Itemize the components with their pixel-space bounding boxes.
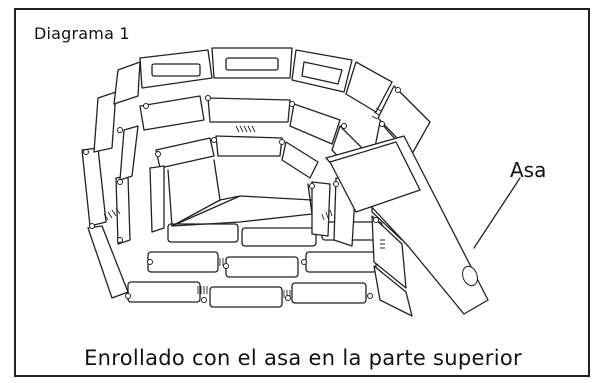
outer-left-segments [81,61,141,299]
diagram-caption: Enrollado con el asa en la parte superio… [84,346,522,370]
diagram-title: Diagrama 1 [34,24,130,43]
inner-ring-segments [149,135,331,237]
hinge-holes [83,87,401,303]
handle-flap [325,135,521,315]
middle-ring-segments [115,95,371,247]
handle-label: Asa [510,158,547,182]
inner-cavity [167,159,313,227]
outer-top-segments [139,47,393,113]
handle-leader-line [473,177,521,249]
